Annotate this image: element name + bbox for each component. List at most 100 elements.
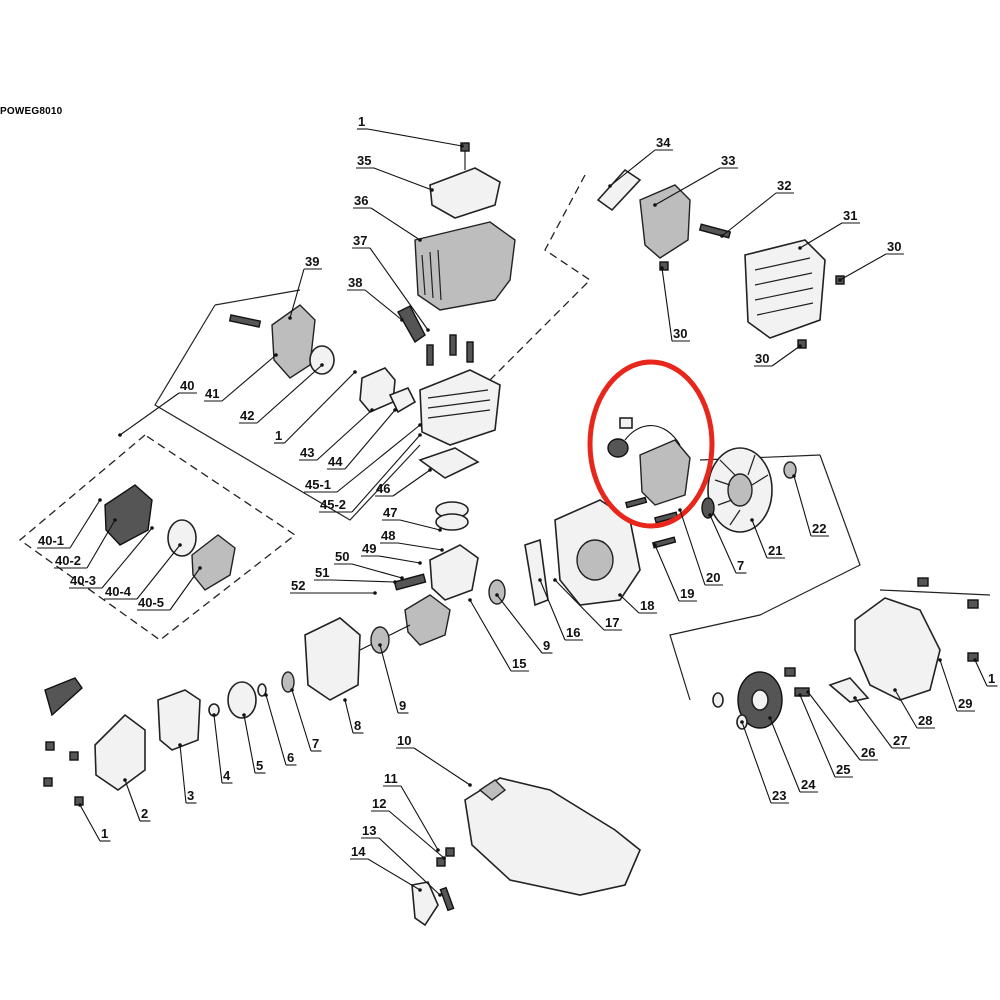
muffler-cover-part (744, 239, 826, 339)
callout-30: 49 (361, 541, 422, 565)
callout-62: 26 (806, 690, 878, 761)
screw-part (797, 339, 807, 349)
callout-51: 2 (123, 778, 151, 822)
callout-leader (364, 289, 403, 321)
callout-37: 20 (678, 508, 723, 586)
starter-pulley-part (227, 681, 257, 719)
callout-leader (331, 579, 396, 583)
callout-label: 15 (512, 656, 526, 671)
callout-leader-end (320, 363, 324, 367)
callout-leader (839, 253, 887, 281)
callout-leader (894, 689, 918, 729)
callout-leader (316, 409, 373, 461)
callout-leader-end (806, 690, 810, 694)
callout-2: 35 (356, 153, 434, 192)
callout-15: 40 (118, 378, 197, 437)
recoil-starter-part (94, 713, 146, 791)
callout-leader-end (373, 591, 377, 595)
callout-leader-end (438, 528, 442, 532)
callout-24: 40-2 (54, 518, 117, 569)
callout-leader (213, 714, 223, 784)
callout-leader-end (288, 316, 292, 320)
callout-9: 1 (274, 370, 357, 444)
callout-leader-end (720, 234, 724, 238)
callout-53: 10 (396, 733, 472, 787)
fuel-tank-part (464, 777, 641, 896)
callout-label: 43 (300, 445, 314, 460)
callout-label: 41 (205, 386, 219, 401)
callout-label: 51 (315, 565, 329, 580)
muffler-bolt-part (698, 223, 732, 239)
callout-40: 17 (553, 578, 622, 631)
callout-leader (496, 594, 543, 654)
piston-part (429, 544, 479, 601)
callout-leader (370, 207, 421, 241)
flywheel-key-part (701, 497, 715, 519)
callout-leader-end (798, 693, 802, 697)
callout-label: 28 (918, 713, 932, 728)
callout-leader (399, 519, 441, 531)
callout-leader (799, 694, 836, 778)
cylinder-gasket-part (418, 447, 480, 479)
muffler-body-part (639, 184, 691, 259)
parts-artwork (43, 142, 979, 927)
callout-leader-end (768, 716, 772, 720)
callout-leader-end (653, 203, 657, 207)
callout-label: 32 (777, 178, 791, 193)
callout-leader-end (708, 513, 712, 517)
callout-25: 40-3 (69, 526, 154, 589)
callout-leader (388, 810, 445, 859)
callout-label: 9 (399, 698, 406, 713)
callout-label: 27 (893, 733, 907, 748)
callout-leader-end (618, 593, 622, 597)
callout-64: 24 (768, 716, 818, 793)
callout-leader-end (264, 693, 268, 697)
bearing-part (370, 626, 390, 654)
callout-42: 9 (495, 593, 553, 654)
callout-label: 9 (543, 638, 550, 653)
callout-label: 23 (772, 788, 786, 803)
callout-leader-end (343, 698, 347, 702)
callout-label: 22 (812, 521, 826, 536)
callout-leader (939, 659, 958, 712)
callout-leader (101, 527, 153, 589)
callout-leader-end (938, 658, 942, 662)
callout-label: 10 (397, 733, 411, 748)
callout-leader (793, 475, 812, 537)
callout-26: 40-4 (104, 543, 182, 600)
callout-label: 8 (354, 718, 361, 733)
callout-label: 5 (256, 758, 263, 773)
callout-labels: 1353637383941421434445-145-2464034333231… (37, 114, 998, 897)
screw-part (436, 857, 446, 867)
callout-leader (221, 354, 277, 402)
callout-59: 1 (973, 658, 998, 687)
callout-35: 21 (750, 518, 785, 559)
tank-bolt-part (439, 886, 455, 912)
callout-leader (378, 555, 421, 564)
callout-label: 40-4 (105, 584, 132, 599)
air-filter-housing-part (104, 484, 153, 546)
callout-38: 19 (653, 543, 697, 602)
callout-leader (289, 268, 305, 319)
callout-label: 12 (372, 796, 386, 811)
callout-label: 20 (706, 570, 720, 585)
callout-leader (369, 247, 429, 331)
callout-leader-end (393, 580, 397, 584)
callout-leader (136, 544, 181, 600)
callout-leader-end (370, 408, 374, 412)
callout-leader-end (653, 543, 657, 547)
intake-gasket-part (388, 386, 417, 414)
callout-44: 9 (378, 643, 409, 714)
callout-leader-end (553, 578, 557, 582)
callout-leader-end (798, 246, 802, 250)
ignition-coil-part (607, 417, 691, 506)
callout-leader (769, 717, 801, 793)
callout-leader (79, 804, 101, 842)
callout-leader (392, 469, 431, 497)
callout-leader-end (660, 266, 664, 270)
callout-29: 48 (380, 528, 444, 552)
callout-label: 18 (640, 598, 654, 613)
callout-label: 16 (566, 625, 580, 640)
callout-45: 8 (343, 698, 364, 734)
callout-leader-end (418, 888, 422, 892)
